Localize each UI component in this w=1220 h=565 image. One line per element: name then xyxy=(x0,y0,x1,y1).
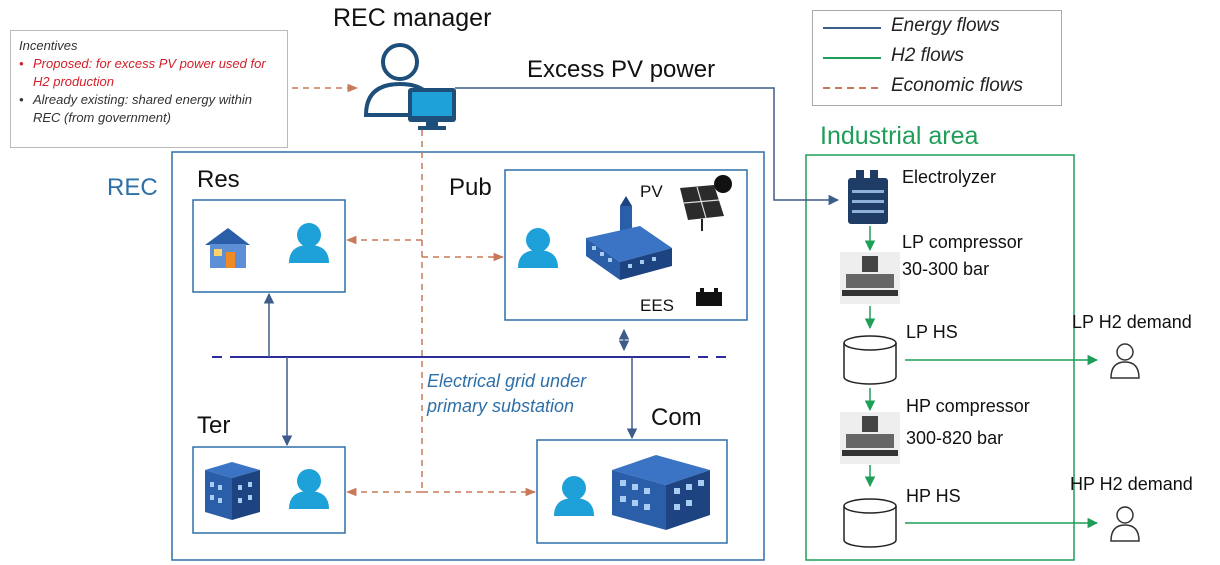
incentives-box: Incentives • Proposed: for excess PV powe… xyxy=(10,30,288,148)
office-building-icon xyxy=(205,462,260,520)
legend-energy: Energy flows xyxy=(813,15,1061,41)
energy-flow-excess-pv xyxy=(455,87,840,206)
lp-compressor-label: LP compressor xyxy=(902,232,1023,252)
rec-manager-title: REC manager xyxy=(333,4,492,32)
lp-demand-person-icon xyxy=(1110,343,1140,379)
bullet-icon: • xyxy=(19,92,24,107)
house-icon xyxy=(205,228,250,268)
legend: Energy flows H2 flows Economic flows xyxy=(812,10,1062,106)
electrolyzer-icon xyxy=(848,170,888,224)
commercial-building-icon xyxy=(612,455,710,530)
lp-hs-label: LP HS xyxy=(906,322,958,342)
grid-label-line1: Electrical grid under xyxy=(427,371,587,391)
incentive-item: • Already existing: shared energy within … xyxy=(19,91,279,127)
rec-manager-icon xyxy=(363,43,456,130)
excess-pv-label: Excess PV power xyxy=(527,56,716,83)
rec-box xyxy=(171,151,765,561)
incentive-text: Already existing: shared energy within R… xyxy=(33,92,252,125)
legend-h2-line xyxy=(823,57,881,59)
lp-compressor-icon xyxy=(840,252,900,304)
hp-hs-label: HP HS xyxy=(906,486,961,506)
battery-icon xyxy=(696,288,722,306)
hp-compressor-label: HP compressor xyxy=(906,396,1030,416)
solar-panel-icon xyxy=(680,175,732,231)
legend-h2: H2 flows xyxy=(813,45,1061,71)
industrial-box xyxy=(805,154,1075,561)
rec-label: REC xyxy=(107,174,158,201)
hp-demand-person-icon xyxy=(1110,506,1140,542)
ter-label: Ter xyxy=(197,412,231,439)
legend-economic-line xyxy=(823,87,881,89)
incentive-text: Proposed: for excess PV power used for H… xyxy=(33,56,266,89)
hp-compressor-icon xyxy=(840,412,900,464)
incentive-item: • Proposed: for excess PV power used for … xyxy=(19,55,279,91)
legend-energy-line xyxy=(823,27,881,29)
legend-economic: Economic flows xyxy=(813,75,1061,101)
hp-demand-label: HP H2 demand xyxy=(1070,474,1193,494)
pub-label: Pub xyxy=(449,174,492,201)
incentives-title: Incentives xyxy=(19,38,78,53)
pv-label: PV xyxy=(640,182,663,201)
com-label: Com xyxy=(651,404,702,431)
legend-energy-label: Energy flows xyxy=(891,15,1000,36)
legend-economic-label: Economic flows xyxy=(891,75,1023,96)
grid-label-line2: primary substation xyxy=(427,396,575,416)
industrial-area-title: Industrial area xyxy=(820,122,979,150)
electrolyzer-label: Electrolyzer xyxy=(902,167,997,187)
bullet-icon: • xyxy=(19,56,24,71)
hp-storage-tank-icon xyxy=(843,498,897,548)
res-label: Res xyxy=(197,166,240,193)
public-building-icon xyxy=(586,196,672,280)
ees-label: EES xyxy=(640,296,675,315)
lp-demand-label: LP H2 demand xyxy=(1072,312,1192,332)
hp-compressor-range: 300-820 bar xyxy=(906,428,1004,448)
legend-h2-label: H2 flows xyxy=(891,45,964,66)
lp-storage-tank-icon xyxy=(843,335,897,385)
lp-compressor-range: 30-300 bar xyxy=(902,259,990,279)
